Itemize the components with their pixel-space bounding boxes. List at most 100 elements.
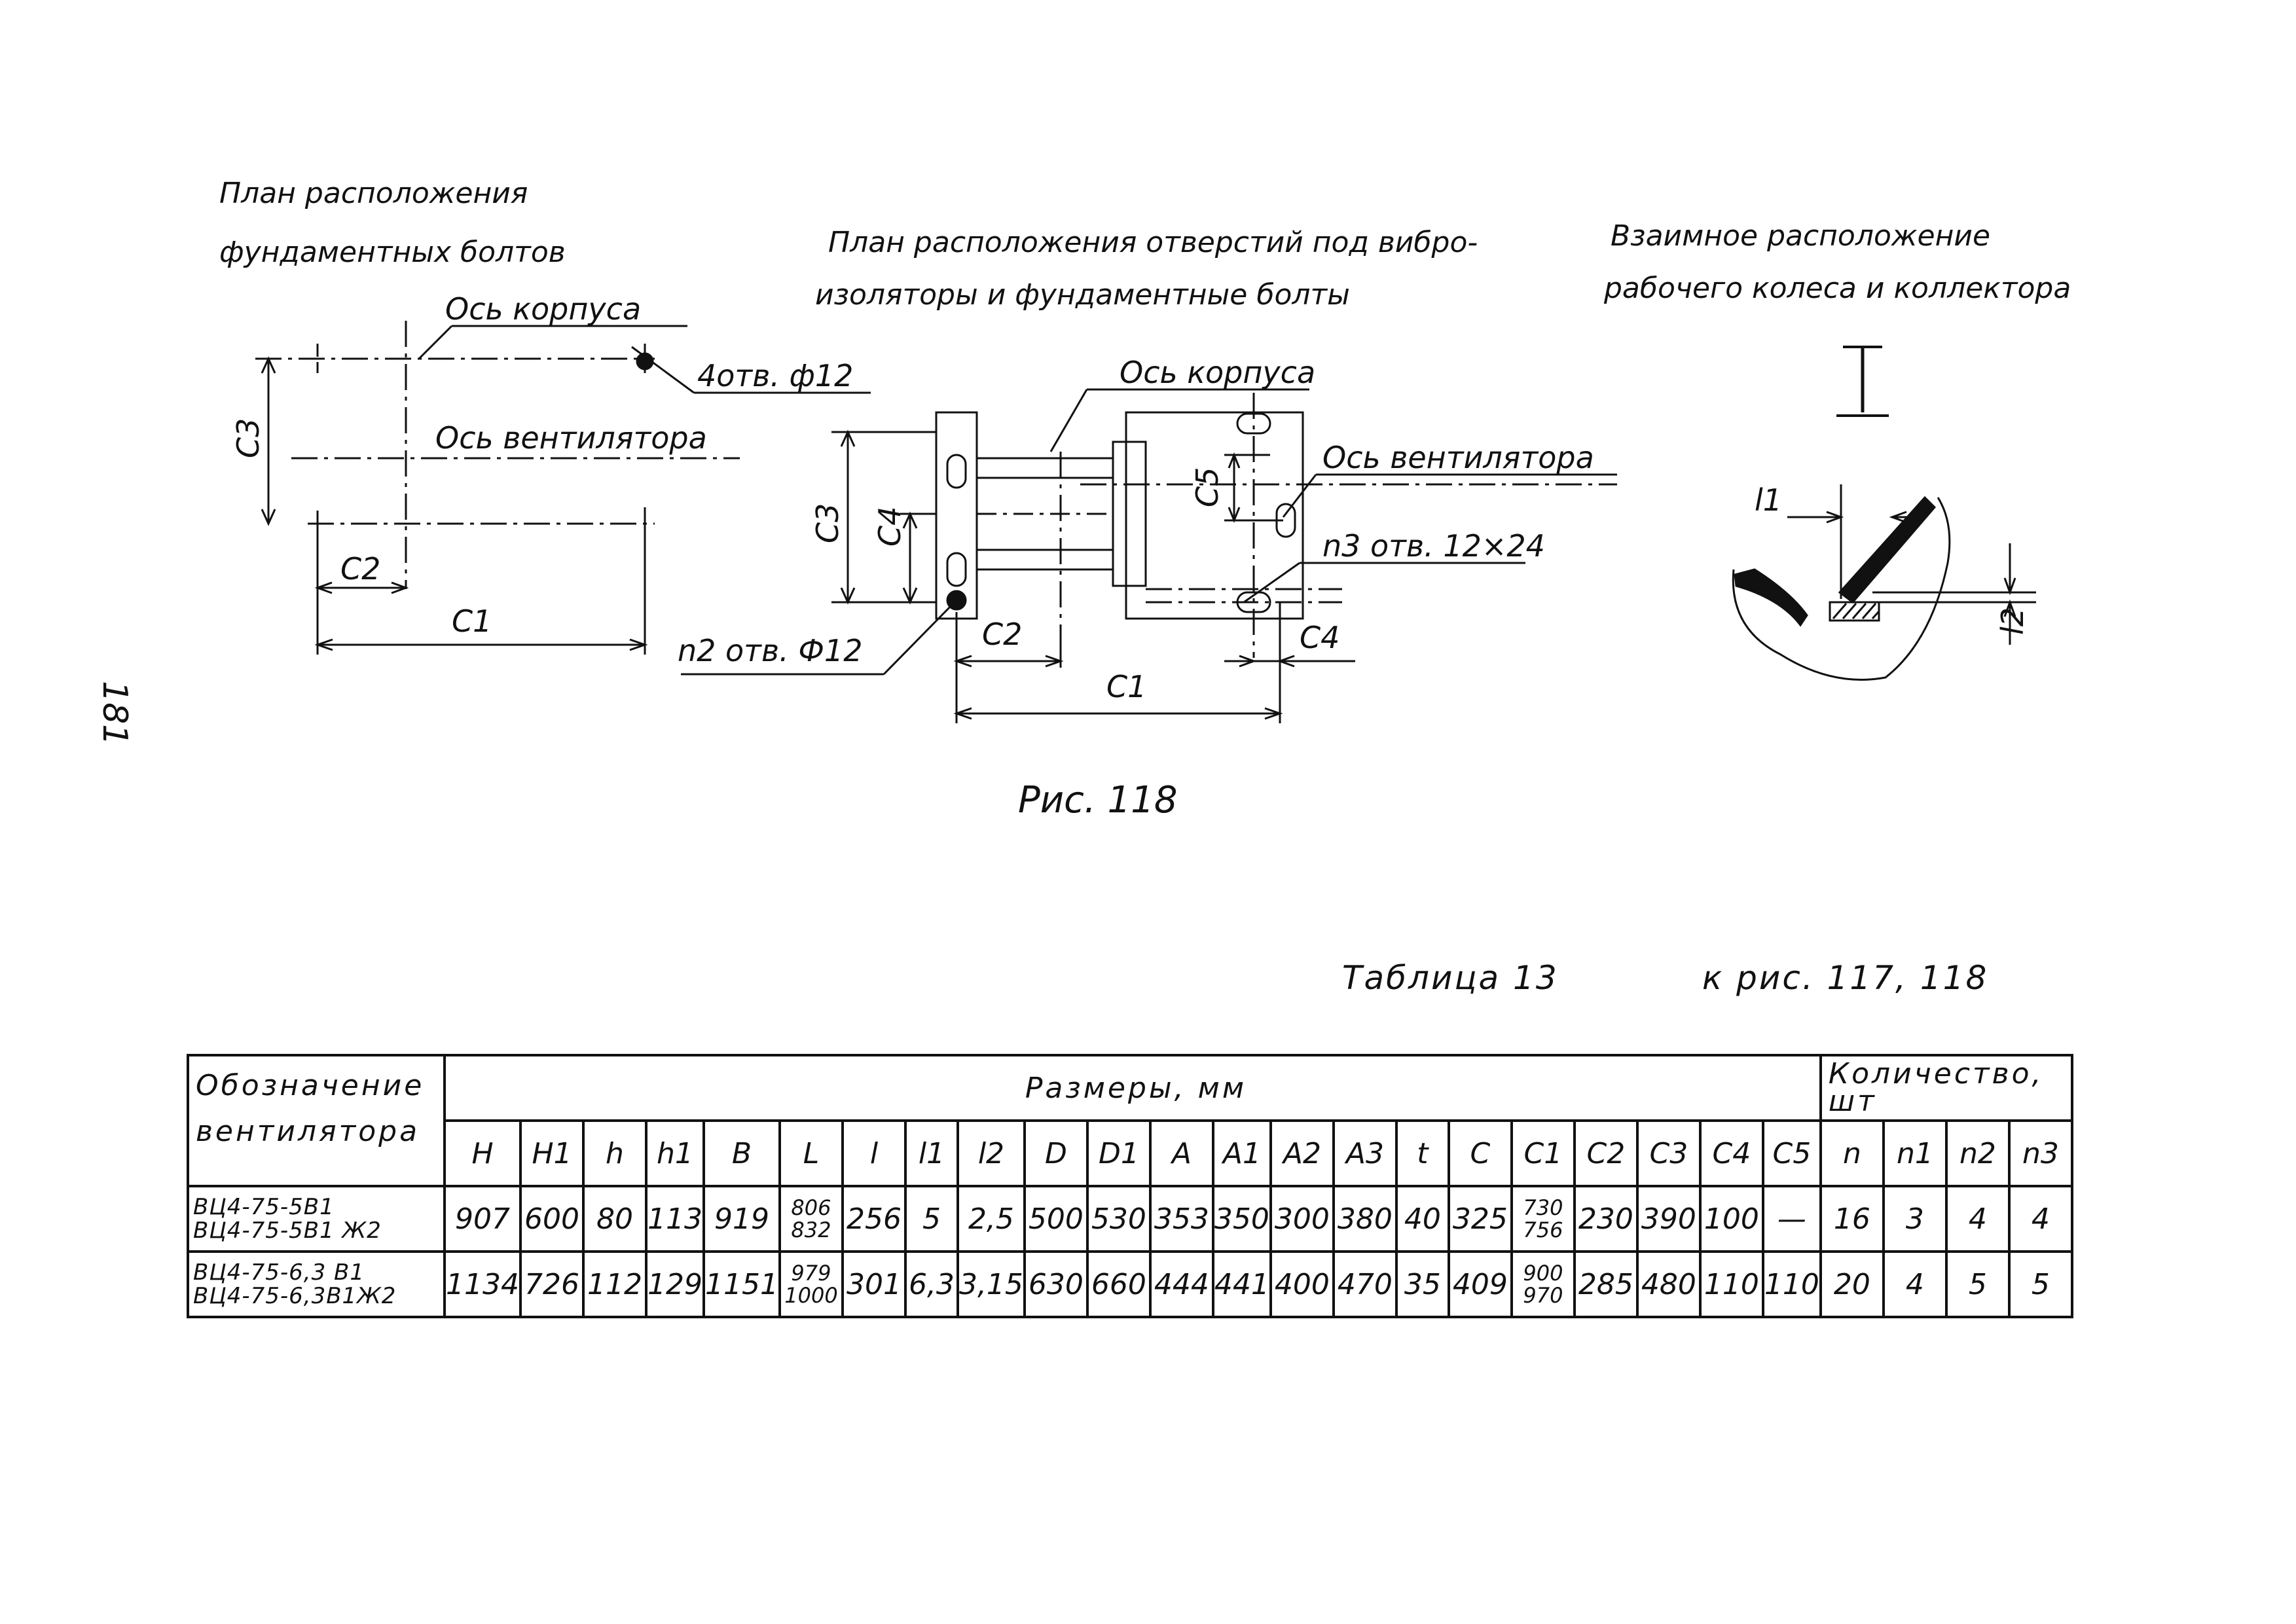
table-cell: 40 — [1394, 1185, 1450, 1253]
plan2-title-line2: изоляторы и фундаментные болты — [815, 278, 1350, 312]
header-designation: Обозначение вентилятора — [187, 1054, 446, 1187]
cell-value-line: 900 — [1523, 1261, 1563, 1286]
label-os-ventilyatora-2: Ось вентилятора — [1322, 440, 1594, 475]
table-cell: 600 — [519, 1185, 585, 1253]
table-cell: 919 — [702, 1185, 781, 1253]
designation-line: ВЦ4-75-5В1 Ж2 — [193, 1218, 382, 1244]
label-c1-1: C1 — [452, 604, 492, 639]
table-cell: 110 — [1761, 1250, 1822, 1318]
table-cell: 726 — [519, 1250, 585, 1318]
table-cell: 441 — [1211, 1250, 1272, 1318]
column-header: B — [702, 1119, 781, 1187]
column-header: H1 — [519, 1119, 585, 1187]
label-c3-2: C3 — [810, 503, 845, 543]
table-cell: 5 — [2007, 1250, 2073, 1318]
plan-foundation-bolts — [255, 321, 871, 655]
table-cell: 400 — [1269, 1250, 1335, 1318]
cell-value-line: 970 — [1523, 1283, 1563, 1308]
column-header: D1 — [1085, 1119, 1152, 1187]
table-cell: 300 — [1269, 1185, 1335, 1253]
cell-value-line: 756 — [1523, 1218, 1563, 1242]
plan-wheel-collector — [1732, 346, 2036, 681]
column-header: D — [1023, 1119, 1089, 1187]
table-cell: 80 — [581, 1185, 647, 1253]
table-cell: 353 — [1148, 1185, 1214, 1253]
column-header: L — [778, 1119, 844, 1187]
plan3-title-line2: рабочего колеса и коллектора — [1603, 272, 2071, 305]
label-os-korpusa-1: Ось корпуса — [445, 291, 641, 327]
plan1-title-line2: фундаментных болтов — [219, 236, 566, 269]
page-number: 181 — [95, 681, 134, 746]
label-holes-4: 4отв. ф12 — [697, 358, 853, 393]
table-cell: 16 — [1819, 1185, 1885, 1253]
table-cell: 129 — [644, 1250, 705, 1318]
table-cell: 1134 — [443, 1250, 522, 1318]
label-os-korpusa-2: Ось корпуса — [1120, 355, 1315, 390]
table-cell: 100 — [1698, 1185, 1764, 1253]
plan3-title-line1: Взаимное расположение — [1611, 219, 1990, 253]
table-cell: 5 — [903, 1185, 959, 1253]
label-c4-2: C4 — [1300, 620, 1339, 655]
label-holes-n3: n3 отв. 12×24 — [1322, 528, 1545, 564]
column-header: C3 — [1635, 1119, 1702, 1187]
table-cell: 4 — [1882, 1250, 1948, 1318]
table-cell: 301 — [841, 1250, 907, 1318]
table-cell: 907 — [443, 1185, 522, 1253]
header-designation-line1: Обозначение — [196, 1069, 425, 1102]
label-c2-2: C2 — [982, 617, 1022, 652]
column-header: t — [1394, 1119, 1450, 1187]
plan1-title-line1: План расположения — [219, 177, 528, 210]
label-l2: l2 — [1995, 607, 2030, 635]
table-cell: 256 — [841, 1185, 907, 1253]
column-header: n1 — [1882, 1119, 1948, 1187]
table-cell: 470 — [1332, 1250, 1398, 1318]
cell-value-line: 832 — [791, 1218, 831, 1242]
column-header: n — [1819, 1119, 1885, 1187]
table-cell: 4 — [1944, 1185, 2011, 1253]
table-cell: 230 — [1573, 1185, 1639, 1253]
header-count: Количество, шт — [1819, 1054, 2073, 1122]
table-cell: 2,5 — [956, 1185, 1026, 1253]
table-cell: 530 — [1085, 1185, 1152, 1253]
column-header: A2 — [1269, 1119, 1335, 1187]
table-cell: 5 — [1944, 1250, 2011, 1318]
table-cell: 380 — [1332, 1185, 1398, 1253]
label-c5: C5 — [1190, 467, 1225, 507]
column-header: h — [581, 1119, 647, 1187]
table-cell: 409 — [1447, 1250, 1513, 1318]
figure-caption: Рис. 118 — [1018, 779, 1178, 821]
column-header: l2 — [956, 1119, 1026, 1187]
table-cell: 630 — [1023, 1250, 1089, 1318]
column-header: A1 — [1211, 1119, 1272, 1187]
column-header: C2 — [1573, 1119, 1639, 1187]
column-header: C1 — [1510, 1119, 1576, 1187]
cell-value-line: 730 — [1523, 1195, 1563, 1220]
label-c1-2: C1 — [1106, 669, 1146, 704]
cell-value-line: 979 — [791, 1261, 831, 1286]
header-row-1: Обозначение вентилятора Размеры, мм Коли… — [187, 1054, 2073, 1187]
row-designation: ВЦ4-75-6,3 В1 ВЦ4-75-6,3В1Ж2 — [187, 1250, 446, 1318]
table-cell: 660 — [1085, 1250, 1152, 1318]
label-c3-1: C3 — [230, 418, 266, 458]
column-header: C — [1447, 1119, 1513, 1187]
label-l1: l1 — [1755, 482, 1782, 518]
table-cell: 390 — [1635, 1185, 1702, 1253]
table-cell: 444 — [1148, 1250, 1214, 1318]
table-cell: 113 — [644, 1185, 705, 1253]
table-cell: 3,15 — [956, 1250, 1026, 1318]
table-title: Таблица 13 — [1342, 959, 1559, 997]
column-header: n3 — [2007, 1119, 2073, 1187]
header-count-line2: шт — [1828, 1085, 1877, 1118]
table-cell: 6,3 — [903, 1250, 959, 1318]
label-c2-1: C2 — [340, 551, 380, 586]
column-header: l1 — [903, 1119, 959, 1187]
label-holes-n2: n2 отв. Ф12 — [678, 633, 862, 668]
header-count-line1: Количество, — [1828, 1057, 2044, 1091]
column-header: h1 — [644, 1119, 705, 1187]
table-reference: к рис. 117, 118 — [1702, 959, 1989, 997]
label-c4-1: C4 — [872, 507, 907, 547]
